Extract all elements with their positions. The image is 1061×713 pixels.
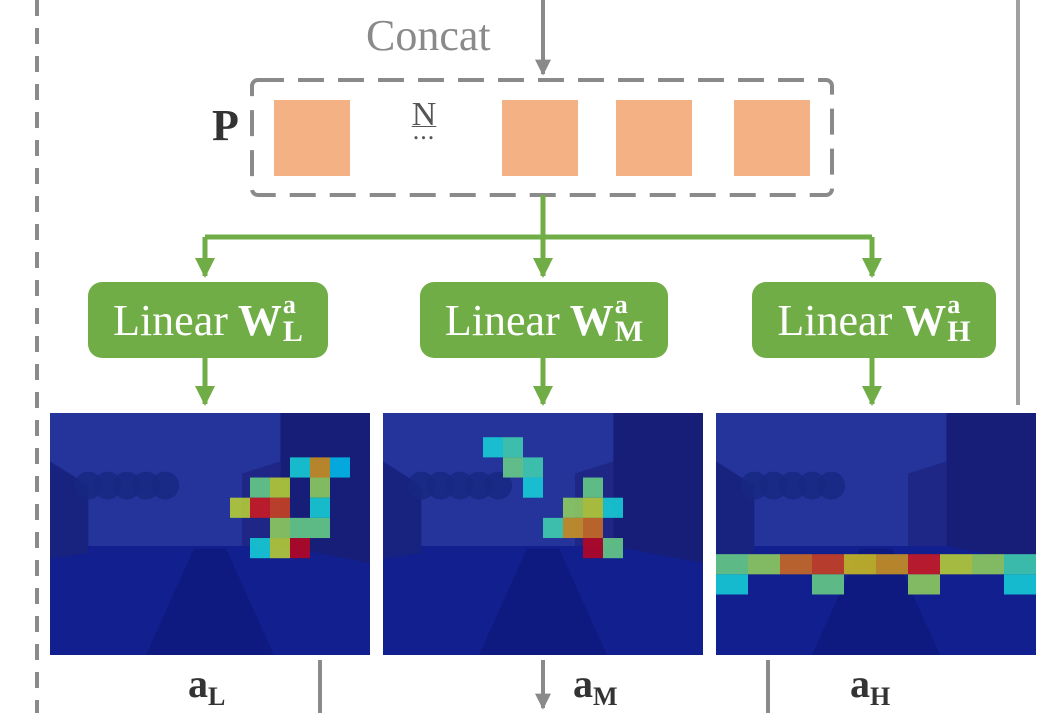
heat-cell	[310, 477, 330, 498]
heat-cell	[270, 497, 290, 518]
weight-subscript: M	[614, 315, 644, 349]
heat-cell	[290, 457, 310, 478]
weight-subscript: H	[947, 315, 971, 349]
linear-word: Linear	[113, 295, 228, 345]
token-2	[502, 100, 578, 176]
concat-label: Concat	[366, 11, 491, 60]
ellipsis: ...	[412, 116, 436, 145]
heat-cell	[523, 457, 543, 478]
heat-cell	[290, 517, 310, 539]
heat-cell	[583, 497, 603, 518]
heat-cell	[812, 554, 844, 575]
linear-word: Linear	[444, 295, 560, 345]
heat-cell	[972, 554, 1004, 575]
heat-cell	[543, 517, 563, 539]
token-4	[734, 100, 810, 176]
heat-cell	[523, 477, 543, 498]
token-1	[274, 100, 350, 176]
heat-cell	[716, 554, 748, 575]
weight-superscript: a	[947, 290, 961, 320]
linear-high: Linear W a H	[752, 282, 996, 358]
heat-cell	[230, 497, 250, 518]
heat-cell	[603, 538, 623, 559]
heat-cell	[716, 574, 748, 595]
heat-cell	[908, 574, 940, 595]
heat-cell	[940, 554, 972, 575]
heat-cell	[330, 457, 350, 478]
token-3	[616, 100, 692, 176]
heat-cell	[270, 538, 290, 559]
heat-cell	[250, 497, 270, 518]
linear-word: Linear	[777, 295, 893, 345]
attention-high-label: aH	[850, 661, 891, 711]
weight-subscript: L	[282, 315, 303, 349]
weight-symbol: W	[569, 295, 614, 345]
heat-cell	[876, 554, 908, 575]
heatmap-low	[50, 413, 370, 655]
heat-cell	[503, 457, 523, 478]
heat-cell	[563, 497, 583, 518]
heat-cell	[583, 477, 603, 498]
heat-cell	[270, 477, 290, 498]
sequence-label: P	[212, 101, 239, 150]
heat-cell	[483, 437, 503, 458]
weight-symbol: W	[237, 295, 282, 345]
heat-cell	[290, 538, 310, 559]
heat-cell	[310, 457, 330, 478]
heat-cell	[563, 517, 583, 539]
heat-cell	[250, 477, 270, 498]
linear-mid: Linear W a M	[420, 282, 668, 358]
heat-cell	[250, 538, 270, 559]
heat-cell	[310, 517, 330, 539]
heat-cell	[1004, 554, 1036, 575]
linear-low: Linear W a L	[88, 282, 328, 358]
heat-cell	[310, 497, 330, 518]
heat-cell	[583, 538, 603, 559]
token-count: N ...	[404, 98, 444, 144]
heat-cell	[908, 554, 940, 575]
heat-cell	[503, 437, 523, 458]
weight-superscript: a	[614, 290, 628, 320]
attention-low-label: aL	[188, 661, 226, 711]
heatmap-high	[716, 413, 1036, 655]
heat-cell	[583, 517, 603, 539]
heat-cell	[748, 554, 780, 575]
attention-mid-label: aM	[573, 661, 618, 711]
heat-cell	[812, 574, 844, 595]
heat-cell	[1004, 574, 1036, 595]
heat-cell	[844, 554, 876, 575]
token-count-label: N	[411, 96, 437, 133]
heatmap-mid	[383, 413, 703, 655]
heat-cell	[270, 517, 290, 539]
heat-cell	[603, 497, 623, 518]
weight-symbol: W	[902, 295, 947, 345]
heat-cell	[780, 554, 812, 575]
weight-superscript: a	[282, 290, 296, 320]
